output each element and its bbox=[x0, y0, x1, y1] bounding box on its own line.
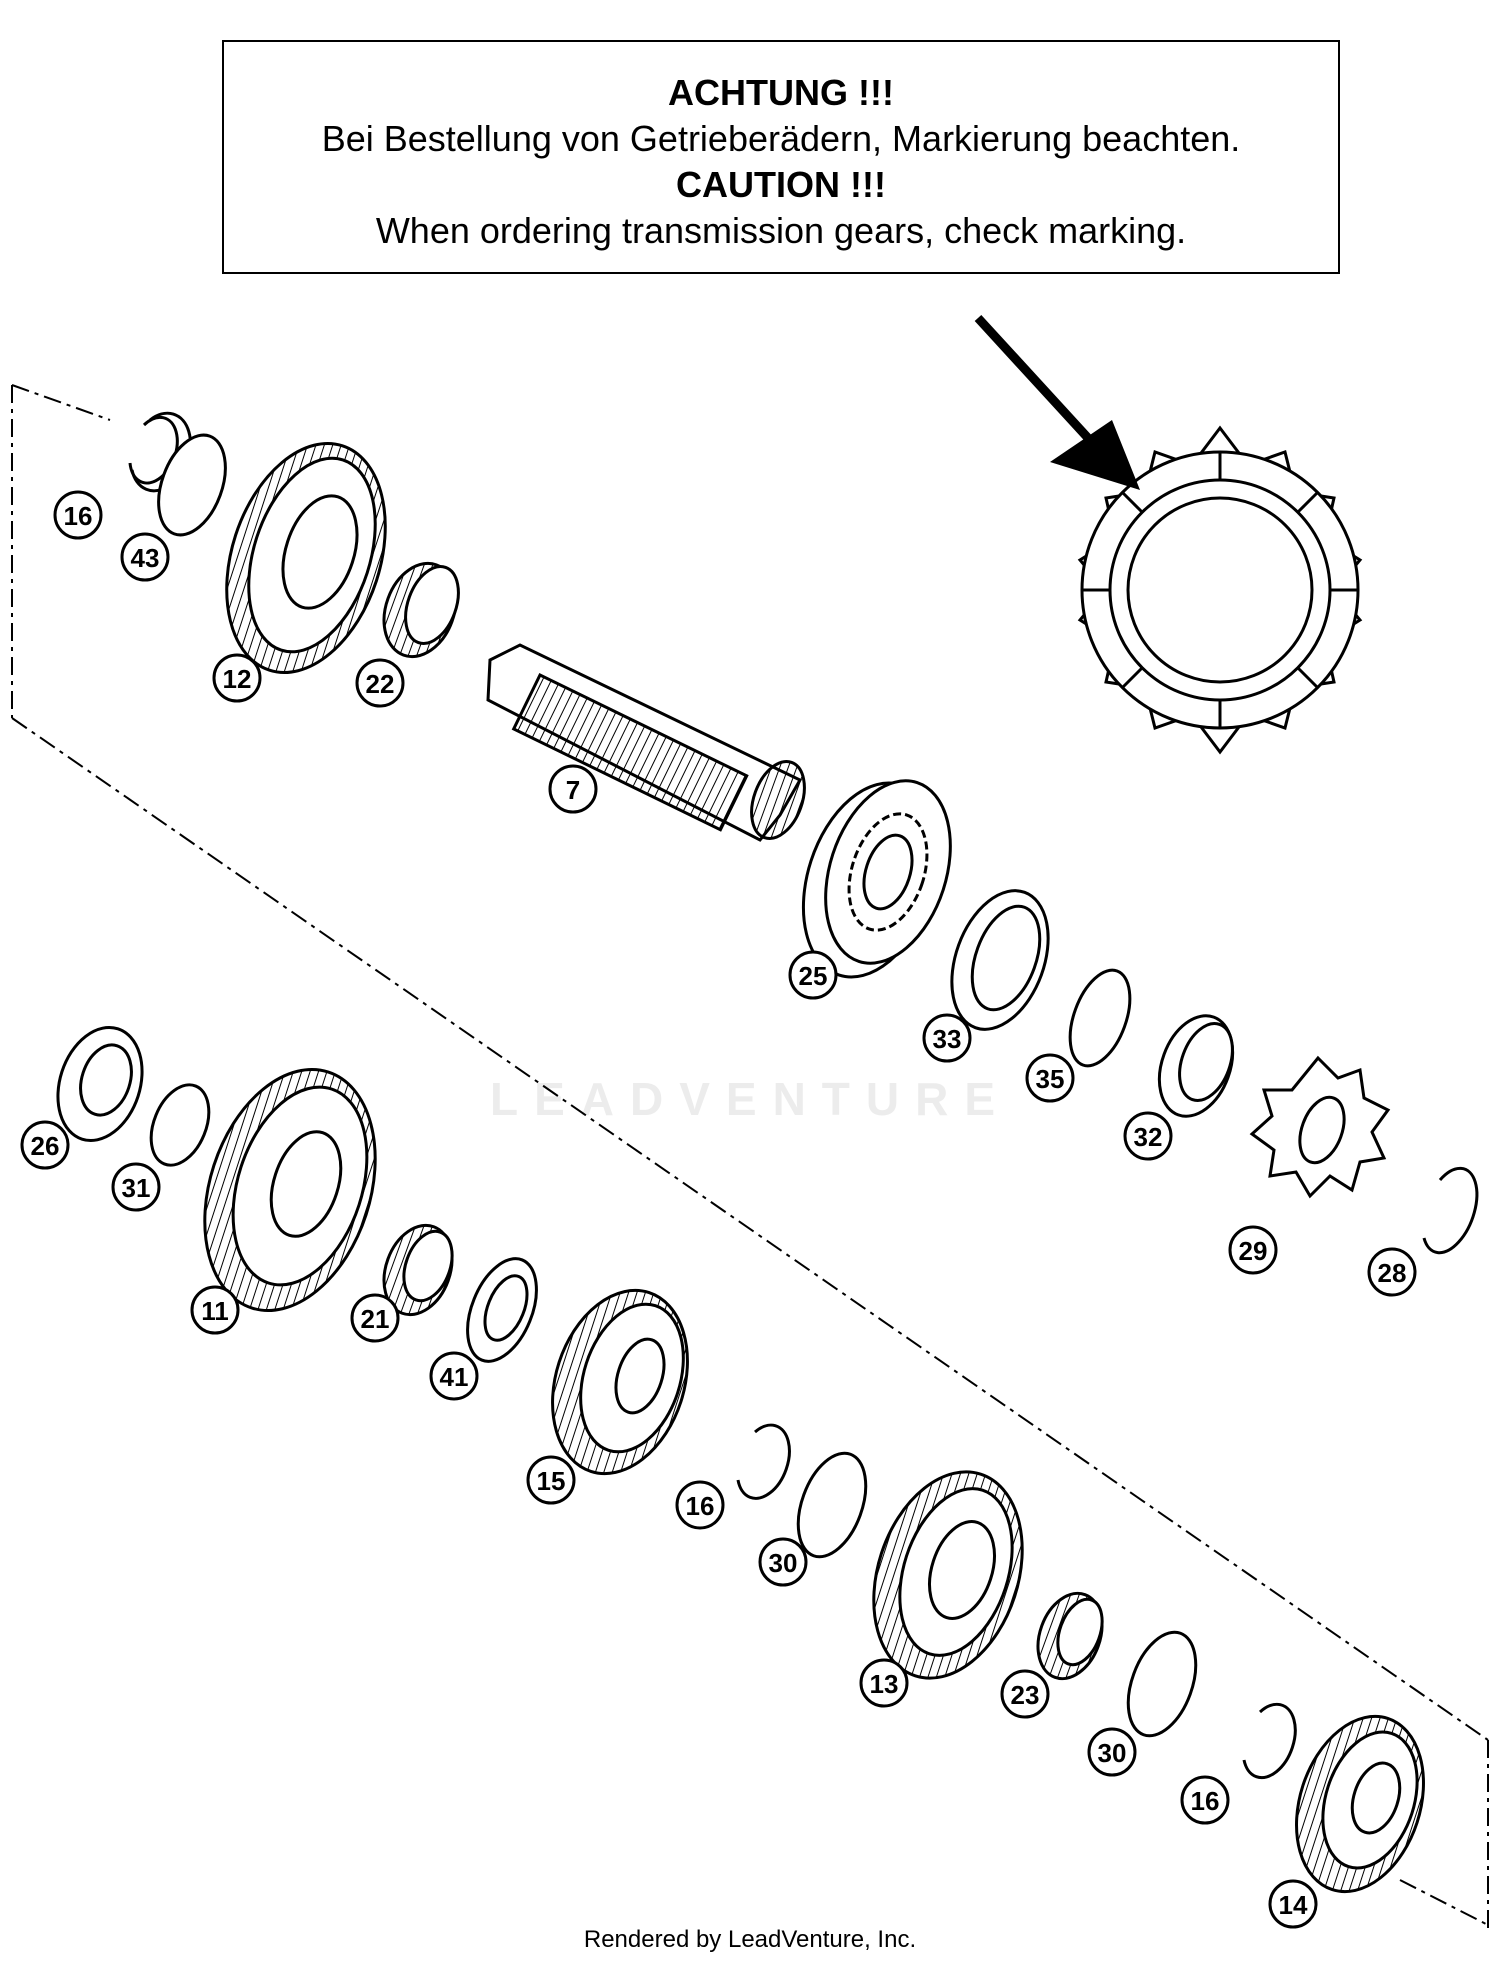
callout-23: 23 bbox=[1000, 1669, 1050, 1719]
ball-bearing-25-icon bbox=[801, 779, 952, 979]
notice-line-english: When ordering transmission gears, check … bbox=[375, 210, 1187, 251]
gear-11-icon bbox=[203, 1068, 377, 1312]
svg-text:21: 21 bbox=[361, 1304, 390, 1334]
gear-12-icon bbox=[225, 441, 387, 675]
callout-25: 25 bbox=[788, 950, 838, 1000]
svg-text:41: 41 bbox=[440, 1362, 469, 1392]
circlip-16c-icon bbox=[1242, 1702, 1297, 1780]
callout-21: 21 bbox=[350, 1293, 400, 1343]
svg-text:16: 16 bbox=[1191, 1786, 1220, 1816]
needle-bearing-22-icon bbox=[382, 561, 460, 659]
svg-text:16: 16 bbox=[64, 501, 93, 531]
callout-11: 11 bbox=[190, 1285, 240, 1335]
washer-41-icon bbox=[466, 1257, 538, 1363]
needle-bearing-21-icon bbox=[382, 1223, 454, 1317]
o-ring-35-icon bbox=[1068, 968, 1132, 1068]
notice-line-caution: CAUTION !!! bbox=[676, 164, 886, 205]
footer-credit: Rendered by LeadVenture, Inc. bbox=[583, 1926, 917, 1953]
svg-text:22: 22 bbox=[366, 669, 395, 699]
callout-30-right: 30 bbox=[1087, 1727, 1137, 1777]
callout-16-upper: 16 bbox=[53, 490, 103, 540]
svg-text:23: 23 bbox=[1011, 1680, 1040, 1710]
callout-16-lower: 16 bbox=[1180, 1775, 1230, 1825]
notice-line-achtung: ACHTUNG !!! bbox=[668, 72, 894, 113]
needle-bearing-23-icon bbox=[1036, 1591, 1104, 1681]
circlip-28-icon bbox=[1422, 1166, 1479, 1255]
svg-text:13: 13 bbox=[870, 1669, 899, 1699]
gear-13-icon bbox=[872, 1470, 1024, 1680]
washer-31-icon bbox=[149, 1083, 211, 1167]
svg-text:43: 43 bbox=[131, 543, 160, 573]
callout-15: 15 bbox=[526, 1455, 576, 1505]
marking-arrow-icon bbox=[974, 314, 1140, 490]
callout-31: 31 bbox=[111, 1162, 161, 1212]
notice-line-german: Bei Bestellung von Getrieberädern, Marki… bbox=[321, 118, 1241, 159]
svg-text:26: 26 bbox=[31, 1131, 60, 1161]
spacer-32-icon bbox=[1157, 1014, 1235, 1118]
callout-26: 26 bbox=[20, 1120, 70, 1170]
svg-text:16: 16 bbox=[686, 1491, 715, 1521]
callout-22: 22 bbox=[355, 658, 405, 708]
callouts: 16 43 12 22 7 25 33 35 32 29 28 26 31 11… bbox=[20, 490, 1417, 1929]
svg-text:33: 33 bbox=[933, 1024, 962, 1054]
callout-35: 35 bbox=[1025, 1053, 1075, 1103]
thrust-washer-30-icon bbox=[796, 1451, 868, 1559]
svg-text:30: 30 bbox=[769, 1548, 798, 1578]
svg-text:32: 32 bbox=[1134, 1122, 1163, 1152]
caution-notice-box: ACHTUNG !!! Bei Bestellung von Getrieber… bbox=[222, 40, 1340, 274]
gear-marking-detail-icon bbox=[1077, 425, 1363, 755]
callout-32: 32 bbox=[1123, 1111, 1173, 1161]
circlip-16-icon bbox=[736, 1423, 791, 1500]
callout-12: 12 bbox=[212, 653, 262, 703]
gear-14-icon bbox=[1295, 1714, 1425, 1894]
shaft-seal-33-icon bbox=[950, 889, 1050, 1031]
shaft-boundary-lines bbox=[11, 384, 1489, 1930]
svg-text:11: 11 bbox=[201, 1296, 229, 1326]
svg-text:25: 25 bbox=[799, 961, 828, 991]
svg-text:31: 31 bbox=[122, 1173, 151, 1203]
svg-text:7: 7 bbox=[566, 775, 580, 805]
thrust-washer-icon bbox=[157, 433, 227, 537]
thrust-washer-30b-icon bbox=[1126, 1630, 1198, 1738]
callout-7: 7 bbox=[548, 764, 598, 814]
sprocket-29-icon bbox=[1249, 1055, 1391, 1199]
callout-41: 41 bbox=[429, 1351, 479, 1401]
svg-text:12: 12 bbox=[223, 664, 252, 694]
svg-text:35: 35 bbox=[1036, 1064, 1065, 1094]
ball-bearing-26-icon bbox=[56, 1025, 144, 1143]
callout-29: 29 bbox=[1228, 1225, 1278, 1275]
gear-15-icon bbox=[551, 1288, 689, 1476]
callout-43: 43 bbox=[120, 532, 170, 582]
svg-text:28: 28 bbox=[1378, 1258, 1407, 1288]
callout-30-left: 30 bbox=[758, 1537, 808, 1587]
leadventure-watermark: LEADVENTURE bbox=[490, 1073, 1012, 1125]
svg-text:14: 14 bbox=[1279, 1890, 1308, 1920]
svg-text:30: 30 bbox=[1098, 1738, 1127, 1768]
callout-16-middle: 16 bbox=[675, 1480, 725, 1530]
main-shaft-7-icon bbox=[486, 643, 806, 842]
callout-33: 33 bbox=[922, 1013, 972, 1063]
svg-text:29: 29 bbox=[1239, 1236, 1268, 1266]
callout-13: 13 bbox=[859, 1658, 909, 1708]
callout-28: 28 bbox=[1367, 1247, 1417, 1297]
svg-text:15: 15 bbox=[537, 1466, 566, 1496]
callout-14: 14 bbox=[1268, 1879, 1318, 1929]
